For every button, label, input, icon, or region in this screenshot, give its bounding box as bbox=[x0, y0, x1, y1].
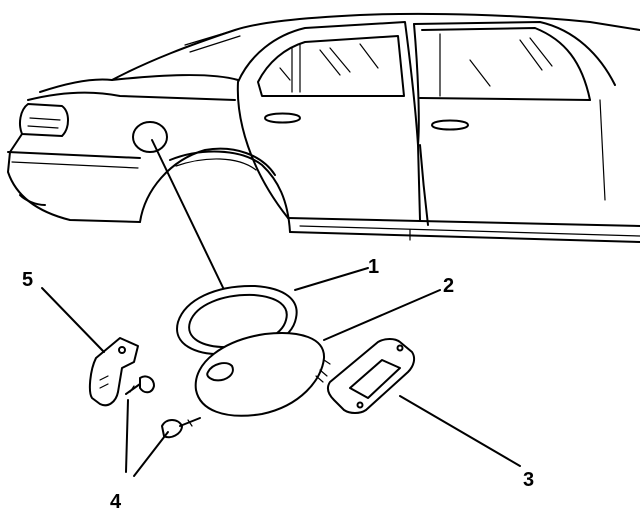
callout-5: 5 bbox=[22, 269, 33, 291]
part-5-latch-bracket bbox=[88, 337, 139, 407]
part-4-screws bbox=[125, 375, 201, 439]
part-2-fuel-door bbox=[194, 332, 331, 417]
vehicle-rear-quarter bbox=[7, 12, 640, 243]
callout-4: 4 bbox=[110, 491, 122, 513]
callout-1: 1 bbox=[368, 256, 379, 278]
callout-leaders bbox=[41, 267, 521, 477]
part-3-hinge-bracket bbox=[326, 338, 416, 414]
callout-3: 3 bbox=[523, 469, 534, 491]
callout-2: 2 bbox=[443, 275, 454, 297]
